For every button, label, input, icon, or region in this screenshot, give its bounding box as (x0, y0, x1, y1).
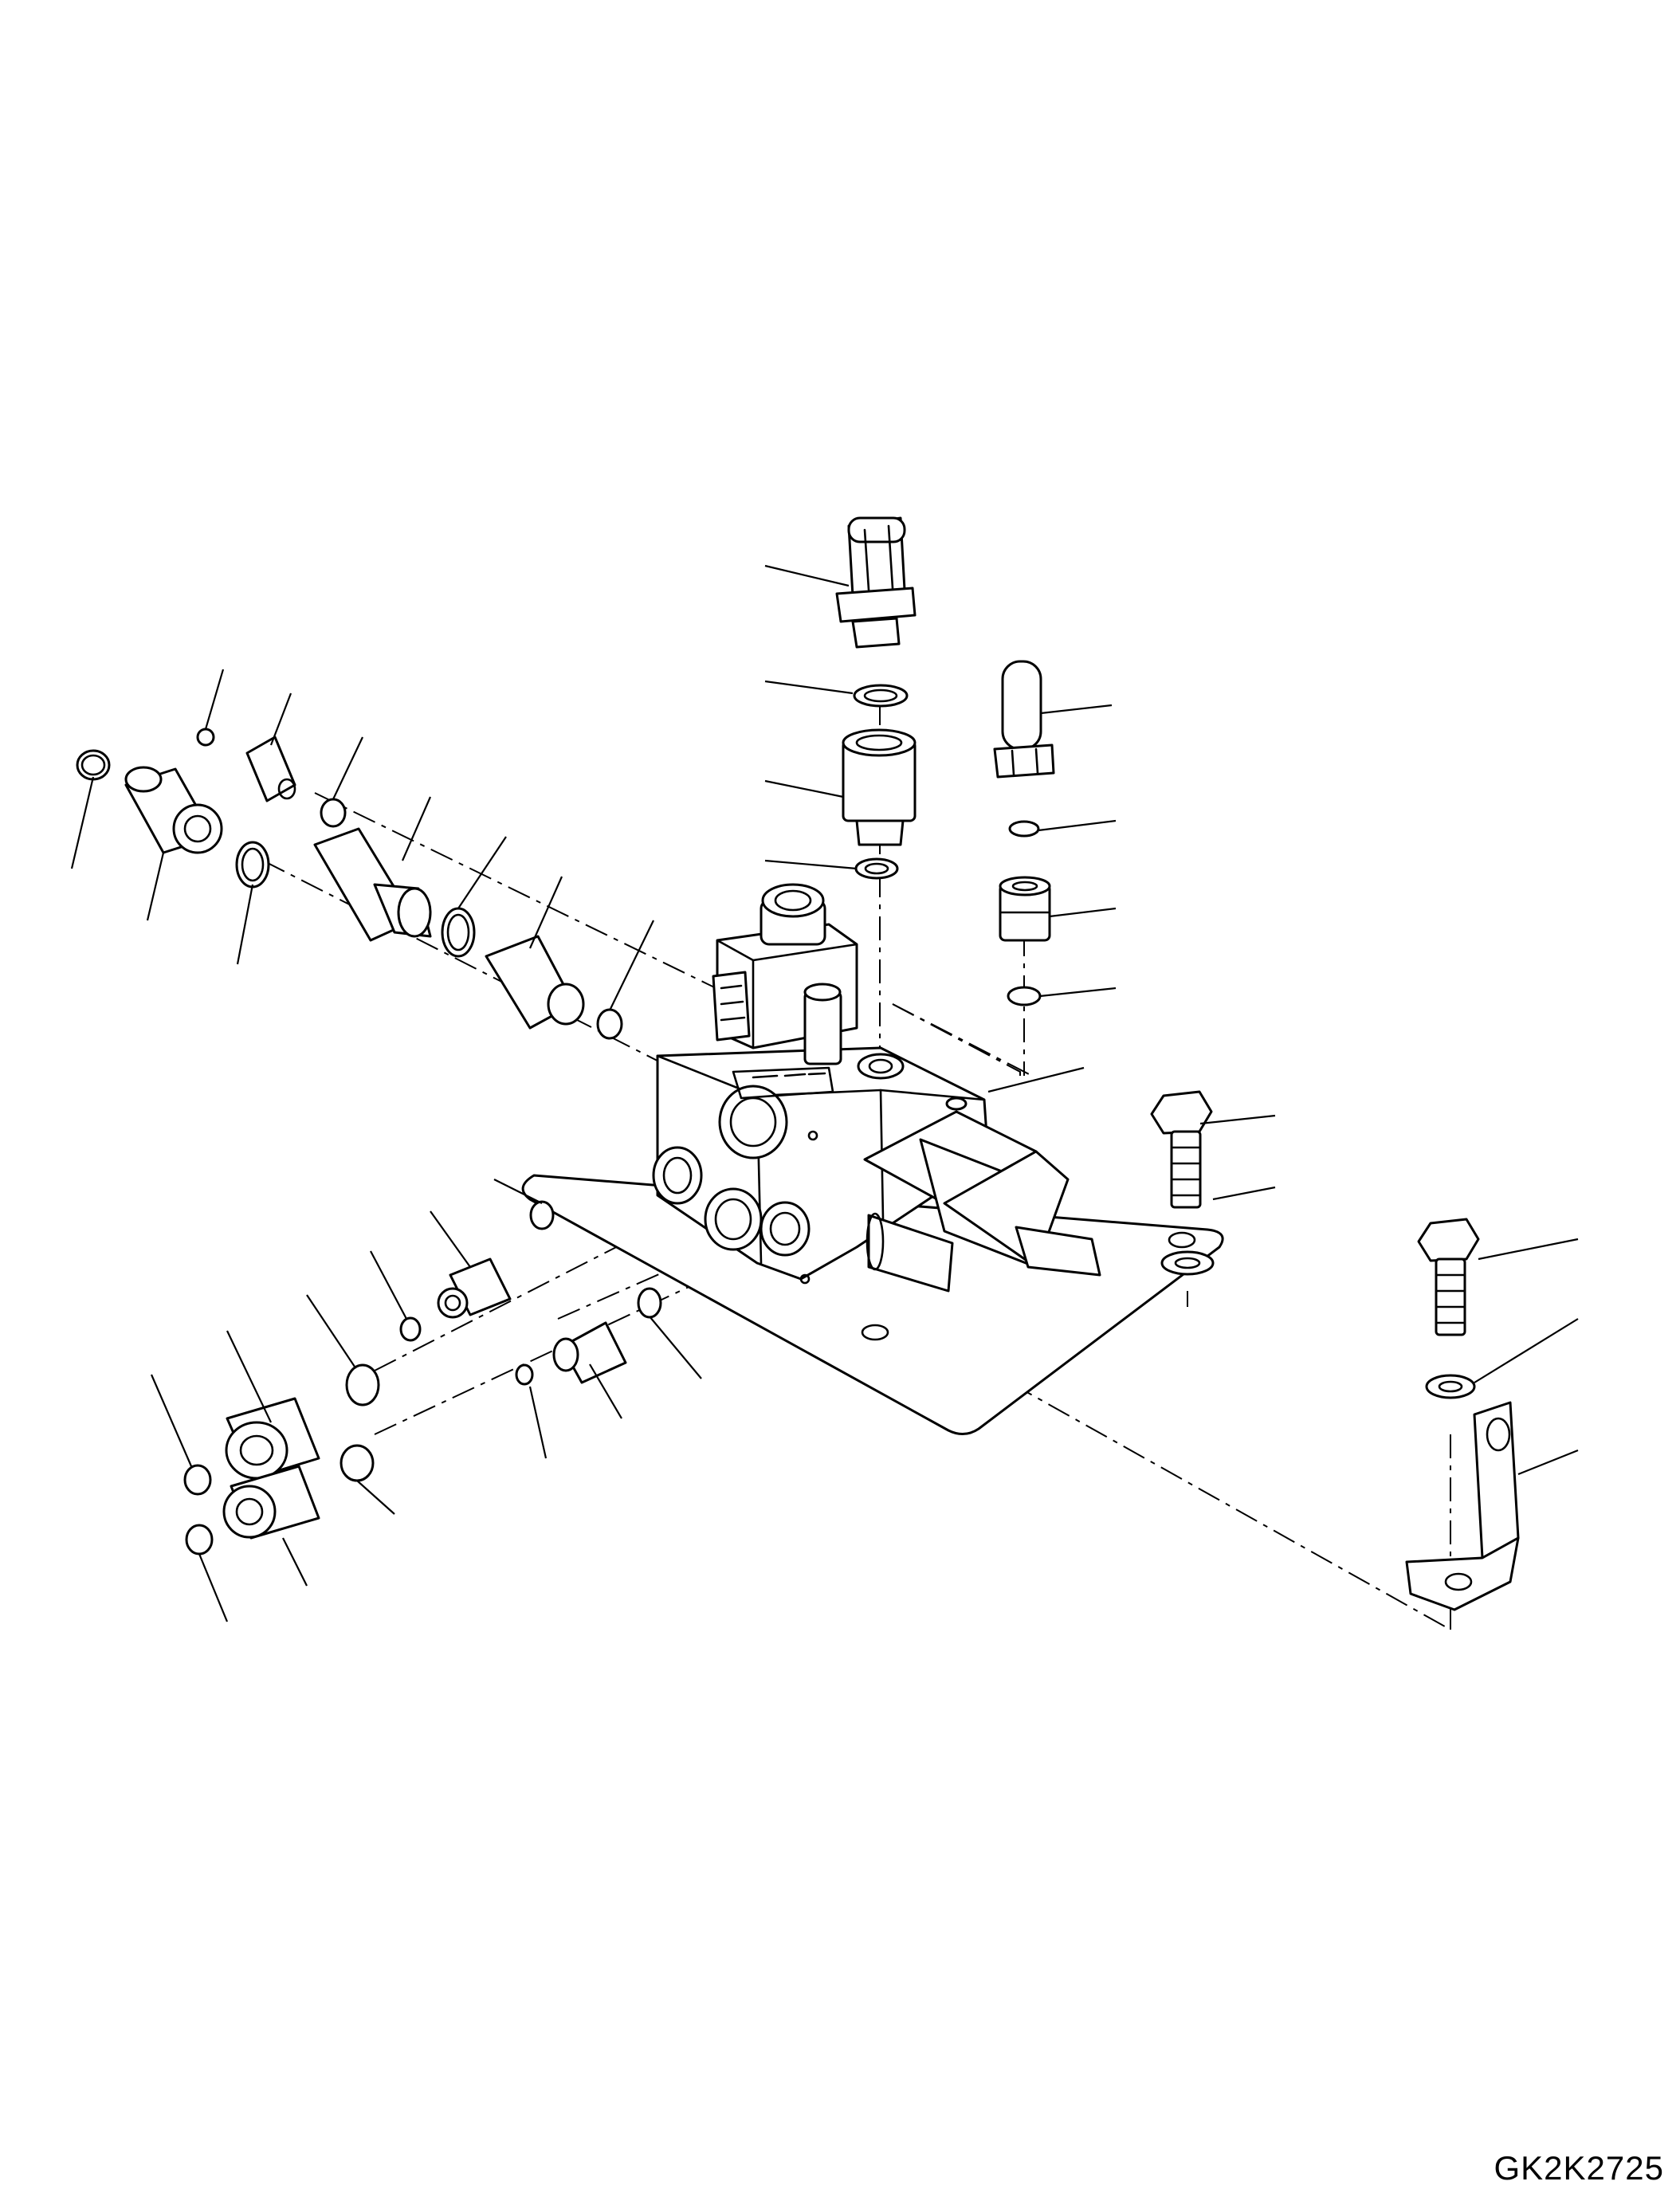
leader-lines (72, 566, 1578, 1622)
bolt-and-washer-lower (1419, 1219, 1478, 1398)
bolt-and-washer-upper (1152, 1092, 1213, 1274)
relief-valve-cartridge (865, 1112, 1100, 1291)
lower-fittings (185, 1202, 661, 1554)
solenoid-valve (713, 885, 857, 1064)
pressure-sensor-stack-center (837, 518, 915, 878)
mounting-bracket (1407, 1403, 1518, 1610)
drawing-code: GK2K2725 (1494, 2149, 1664, 2187)
left-sensor-fittings (77, 729, 622, 1038)
control-valve-body (654, 1048, 988, 1283)
pressure-switch-stack-right (995, 661, 1054, 1005)
